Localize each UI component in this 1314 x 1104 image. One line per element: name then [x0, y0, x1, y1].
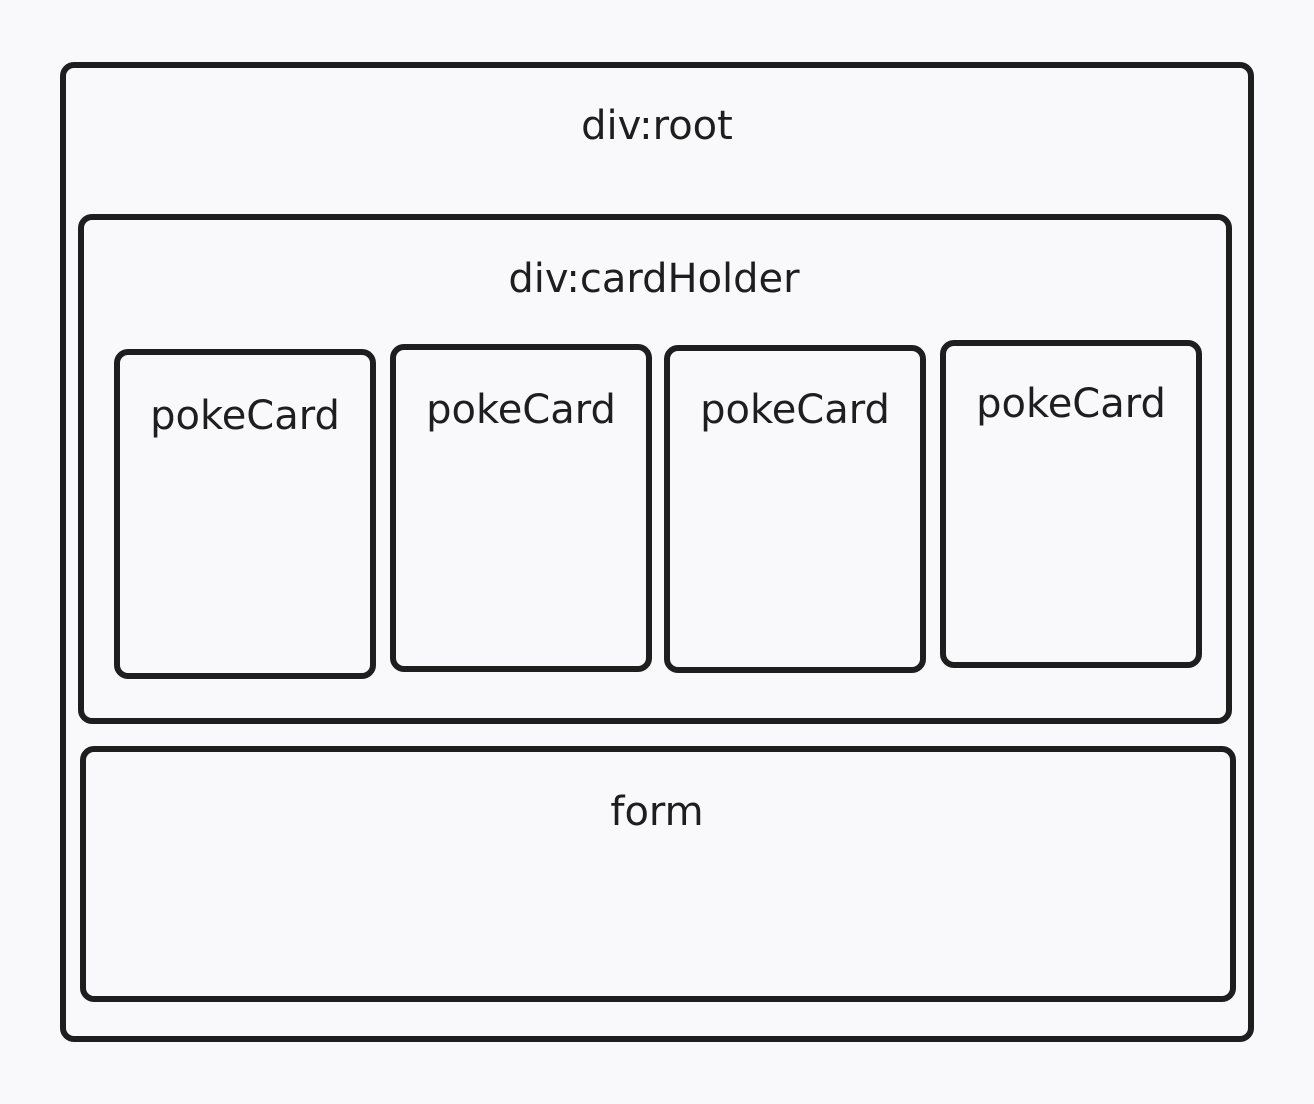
poke-card-box [114, 349, 376, 679]
form-box [80, 746, 1236, 1002]
poke-card-label: pokeCard [976, 381, 1166, 427]
root-label: div:root [581, 103, 733, 149]
poke-card-box [940, 340, 1202, 668]
poke-card-box [390, 344, 652, 672]
poke-card-label: pokeCard [700, 387, 890, 433]
poke-card-label: pokeCard [150, 393, 340, 439]
card-holder-box [78, 214, 1232, 724]
poke-card-label: pokeCard [426, 387, 616, 433]
card-holder-label: div:cardHolder [508, 256, 800, 302]
form-label: form [610, 789, 704, 835]
root-container-box [60, 62, 1254, 1042]
poke-card-box [664, 345, 926, 673]
